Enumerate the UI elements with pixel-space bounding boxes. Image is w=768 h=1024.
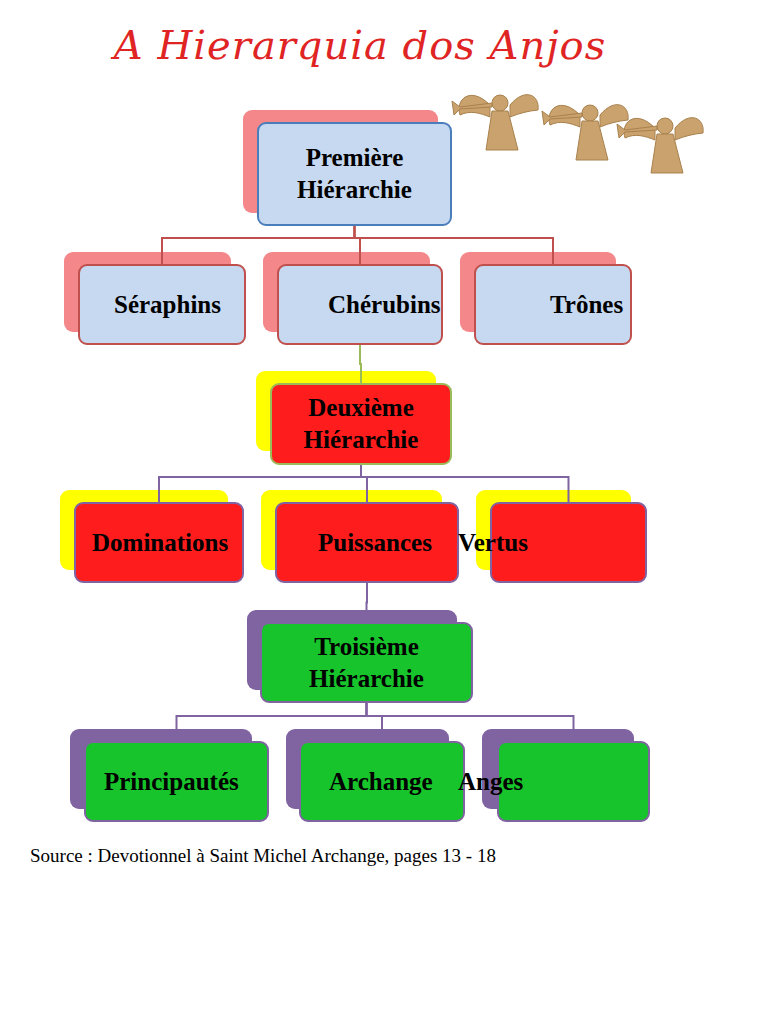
box-shadows xyxy=(60,110,634,809)
connector-line xyxy=(162,226,355,264)
tree-connector xyxy=(367,703,574,741)
connector-line xyxy=(177,703,367,741)
angel-illustration xyxy=(452,95,703,173)
tree-connector xyxy=(360,345,361,383)
node-label: Chérubins xyxy=(328,289,441,321)
choir-box: Anges xyxy=(497,741,650,822)
node-label: Puissances xyxy=(318,527,432,559)
choir-box: Trônes xyxy=(474,264,632,345)
node-label: Première Hiérarchie xyxy=(259,142,450,206)
node-label: Séraphins xyxy=(114,289,221,321)
node-label: Vertus xyxy=(458,527,528,559)
node-label: Trônes xyxy=(550,289,623,321)
hierarchy-box: Deuxième Hiérarchie xyxy=(270,383,452,465)
hierarchy-box: Troisième Hiérarchie xyxy=(260,622,473,703)
connector-line xyxy=(159,465,361,502)
choir-box: Vertus xyxy=(490,502,647,583)
tree-connector xyxy=(367,703,383,741)
connector-line xyxy=(367,703,383,741)
node-label: Deuxième Hiérarchie xyxy=(272,392,450,456)
connector-line xyxy=(367,703,574,741)
choir-box: Séraphins xyxy=(78,264,246,345)
tree-connector xyxy=(162,226,355,264)
connector-line xyxy=(355,226,554,264)
node-label: Troisième Hiérarchie xyxy=(262,631,471,695)
tree-connector xyxy=(361,465,569,502)
node-label: Anges xyxy=(458,766,523,798)
hierarchy-box: Première Hiérarchie xyxy=(257,122,452,226)
tree-connector xyxy=(355,226,554,264)
node-label: Dominations xyxy=(92,527,228,559)
diagram-title: A Hierarquia dos Anjos xyxy=(0,22,720,68)
choir-box: Principautés xyxy=(84,741,269,822)
tree-connector xyxy=(159,465,361,502)
choir-box: Archange xyxy=(299,741,465,822)
source-caption: Source : Devotionnel à Saint Michel Arch… xyxy=(30,845,496,867)
tree-connector xyxy=(177,703,367,741)
connector-line xyxy=(361,465,569,502)
node-label: Principautés xyxy=(104,766,239,798)
choir-box: Dominations xyxy=(74,502,244,583)
connector-line xyxy=(366,583,369,622)
connector-line xyxy=(360,345,361,383)
node-label: Archange xyxy=(329,766,433,798)
choir-box: Chérubins xyxy=(277,264,443,345)
choir-box: Puissances xyxy=(275,502,459,583)
tree-connector xyxy=(366,583,368,622)
